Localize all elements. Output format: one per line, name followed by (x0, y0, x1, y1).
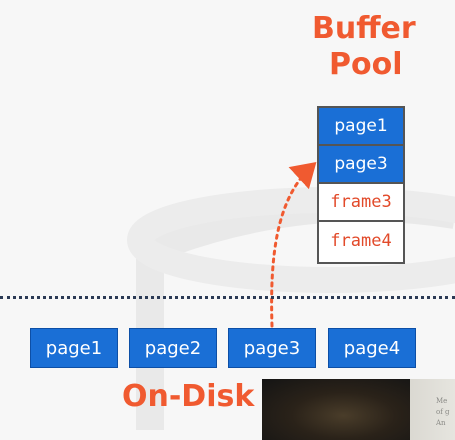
buffer-slot-4: frame4 (319, 222, 403, 260)
buffer-pool-title: Buffer (312, 11, 416, 46)
memory-disk-divider (0, 296, 455, 299)
buffer-slot-2: page3 (319, 146, 403, 184)
video-speaker-area (262, 379, 410, 440)
buffer-slot-1: page1 (319, 108, 403, 146)
disk-page-1: page1 (30, 328, 118, 368)
buffer-pool-title-line2: Pool (329, 47, 403, 82)
video-slide-text: Me of g An (436, 397, 450, 427)
disk-page-4: page4 (328, 328, 416, 368)
on-disk-title: On-Disk (122, 379, 255, 414)
disk-page-2: page2 (129, 328, 217, 368)
buffer-pool: page1 page3 frame3 frame4 (317, 106, 405, 264)
buffer-slot-3: frame3 (319, 184, 403, 222)
disk-page-3: page3 (228, 328, 316, 368)
